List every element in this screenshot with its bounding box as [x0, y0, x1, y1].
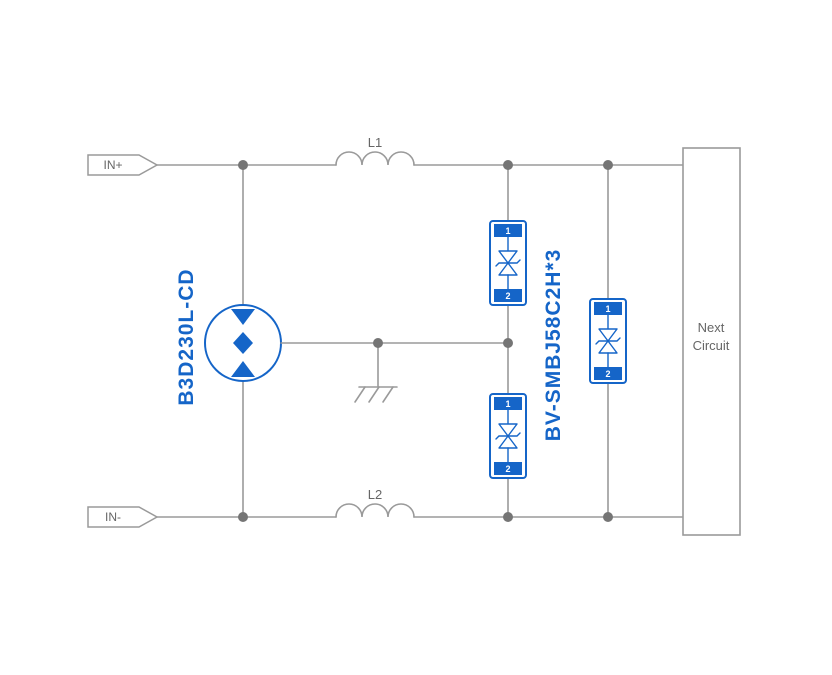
- tvs-package-top-pin2-band: [494, 289, 522, 302]
- next-circuit-label-line2: Circuit: [693, 338, 730, 353]
- ground-slash-2: [368, 386, 380, 403]
- in-minus-terminal-label: IN-: [105, 510, 121, 524]
- next-circuit-block: Next Circuit: [682, 147, 741, 536]
- tvs-package-bottom-pin2-band: [494, 462, 522, 475]
- junction-dots: [238, 160, 613, 522]
- in-plus-terminal-shape: [87, 154, 159, 176]
- junction-dot: [373, 338, 383, 348]
- tvs-package-right-triangle-down: [598, 328, 618, 342]
- tvs-package-top-triangle-down: [498, 250, 518, 264]
- tvs-branch-2: 1 2 BV-SMBJ58C2H*3: [542, 164, 627, 518]
- inductor-l2-label: L2: [368, 487, 382, 502]
- ground-symbol: [354, 386, 398, 403]
- tvs-package-top-pin1-band: [494, 224, 522, 237]
- junction-dot: [503, 338, 513, 348]
- junction-dot: [503, 160, 513, 170]
- tvs-package-top: 1 2: [489, 220, 527, 306]
- inductor-l1-label: L1: [368, 135, 382, 150]
- gdt-branch: B3D230L-CD: [175, 164, 282, 518]
- gdt-electrode-center-icon: [233, 332, 253, 354]
- tvs-package-top-pin1-label: 1: [505, 226, 510, 236]
- gdt-electrode-top-icon: [231, 309, 255, 325]
- ground-slash-1: [354, 386, 366, 403]
- next-circuit-box: [682, 147, 741, 536]
- in-plus-terminal-label: IN+: [103, 158, 122, 172]
- tvs-branch-1: 1 2 1 2: [489, 164, 527, 518]
- in-minus-terminal-shape: [87, 506, 159, 528]
- top-rail: L1: [156, 135, 684, 166]
- in-minus-terminal: IN-: [87, 506, 159, 528]
- tvs-package-right-pin2-label: 2: [605, 369, 610, 379]
- bottom-rail: L2: [156, 487, 684, 518]
- tvs-package-bottom-pin2-label: 2: [505, 464, 510, 474]
- ground-slash-3: [382, 386, 394, 403]
- junction-dot: [503, 512, 513, 522]
- middle-branch: [280, 342, 509, 403]
- tvs-package-bottom: 1 2: [489, 393, 527, 479]
- inductor-l2-coil: [335, 503, 415, 518]
- junction-dot: [603, 160, 613, 170]
- junction-dot: [238, 512, 248, 522]
- tvs-package-bottom-pin1-band: [494, 397, 522, 410]
- tvs-package-top-pin2-label: 2: [505, 291, 510, 301]
- tvs-package-right-pin1-label: 1: [605, 304, 610, 314]
- next-circuit-label-line1: Next: [698, 320, 725, 335]
- gdt-part-number-label: B3D230L-CD: [175, 268, 198, 405]
- tvs-package-bottom-pin1-label: 1: [505, 399, 510, 409]
- tvs-part-number-label: BV-SMBJ58C2H*3: [542, 249, 565, 442]
- junction-dot: [238, 160, 248, 170]
- inductor-l1-coil: [335, 151, 415, 166]
- in-plus-terminal: IN+: [87, 154, 159, 176]
- tvs-package-bottom-triangle-down: [498, 423, 518, 437]
- tvs-package-right-pin1-band: [594, 302, 622, 315]
- gdt-electrode-bottom-icon: [231, 361, 255, 377]
- tvs-package-right: 1 2: [589, 298, 627, 384]
- tvs-package-right-pin2-band: [594, 367, 622, 380]
- junction-dot: [603, 512, 613, 522]
